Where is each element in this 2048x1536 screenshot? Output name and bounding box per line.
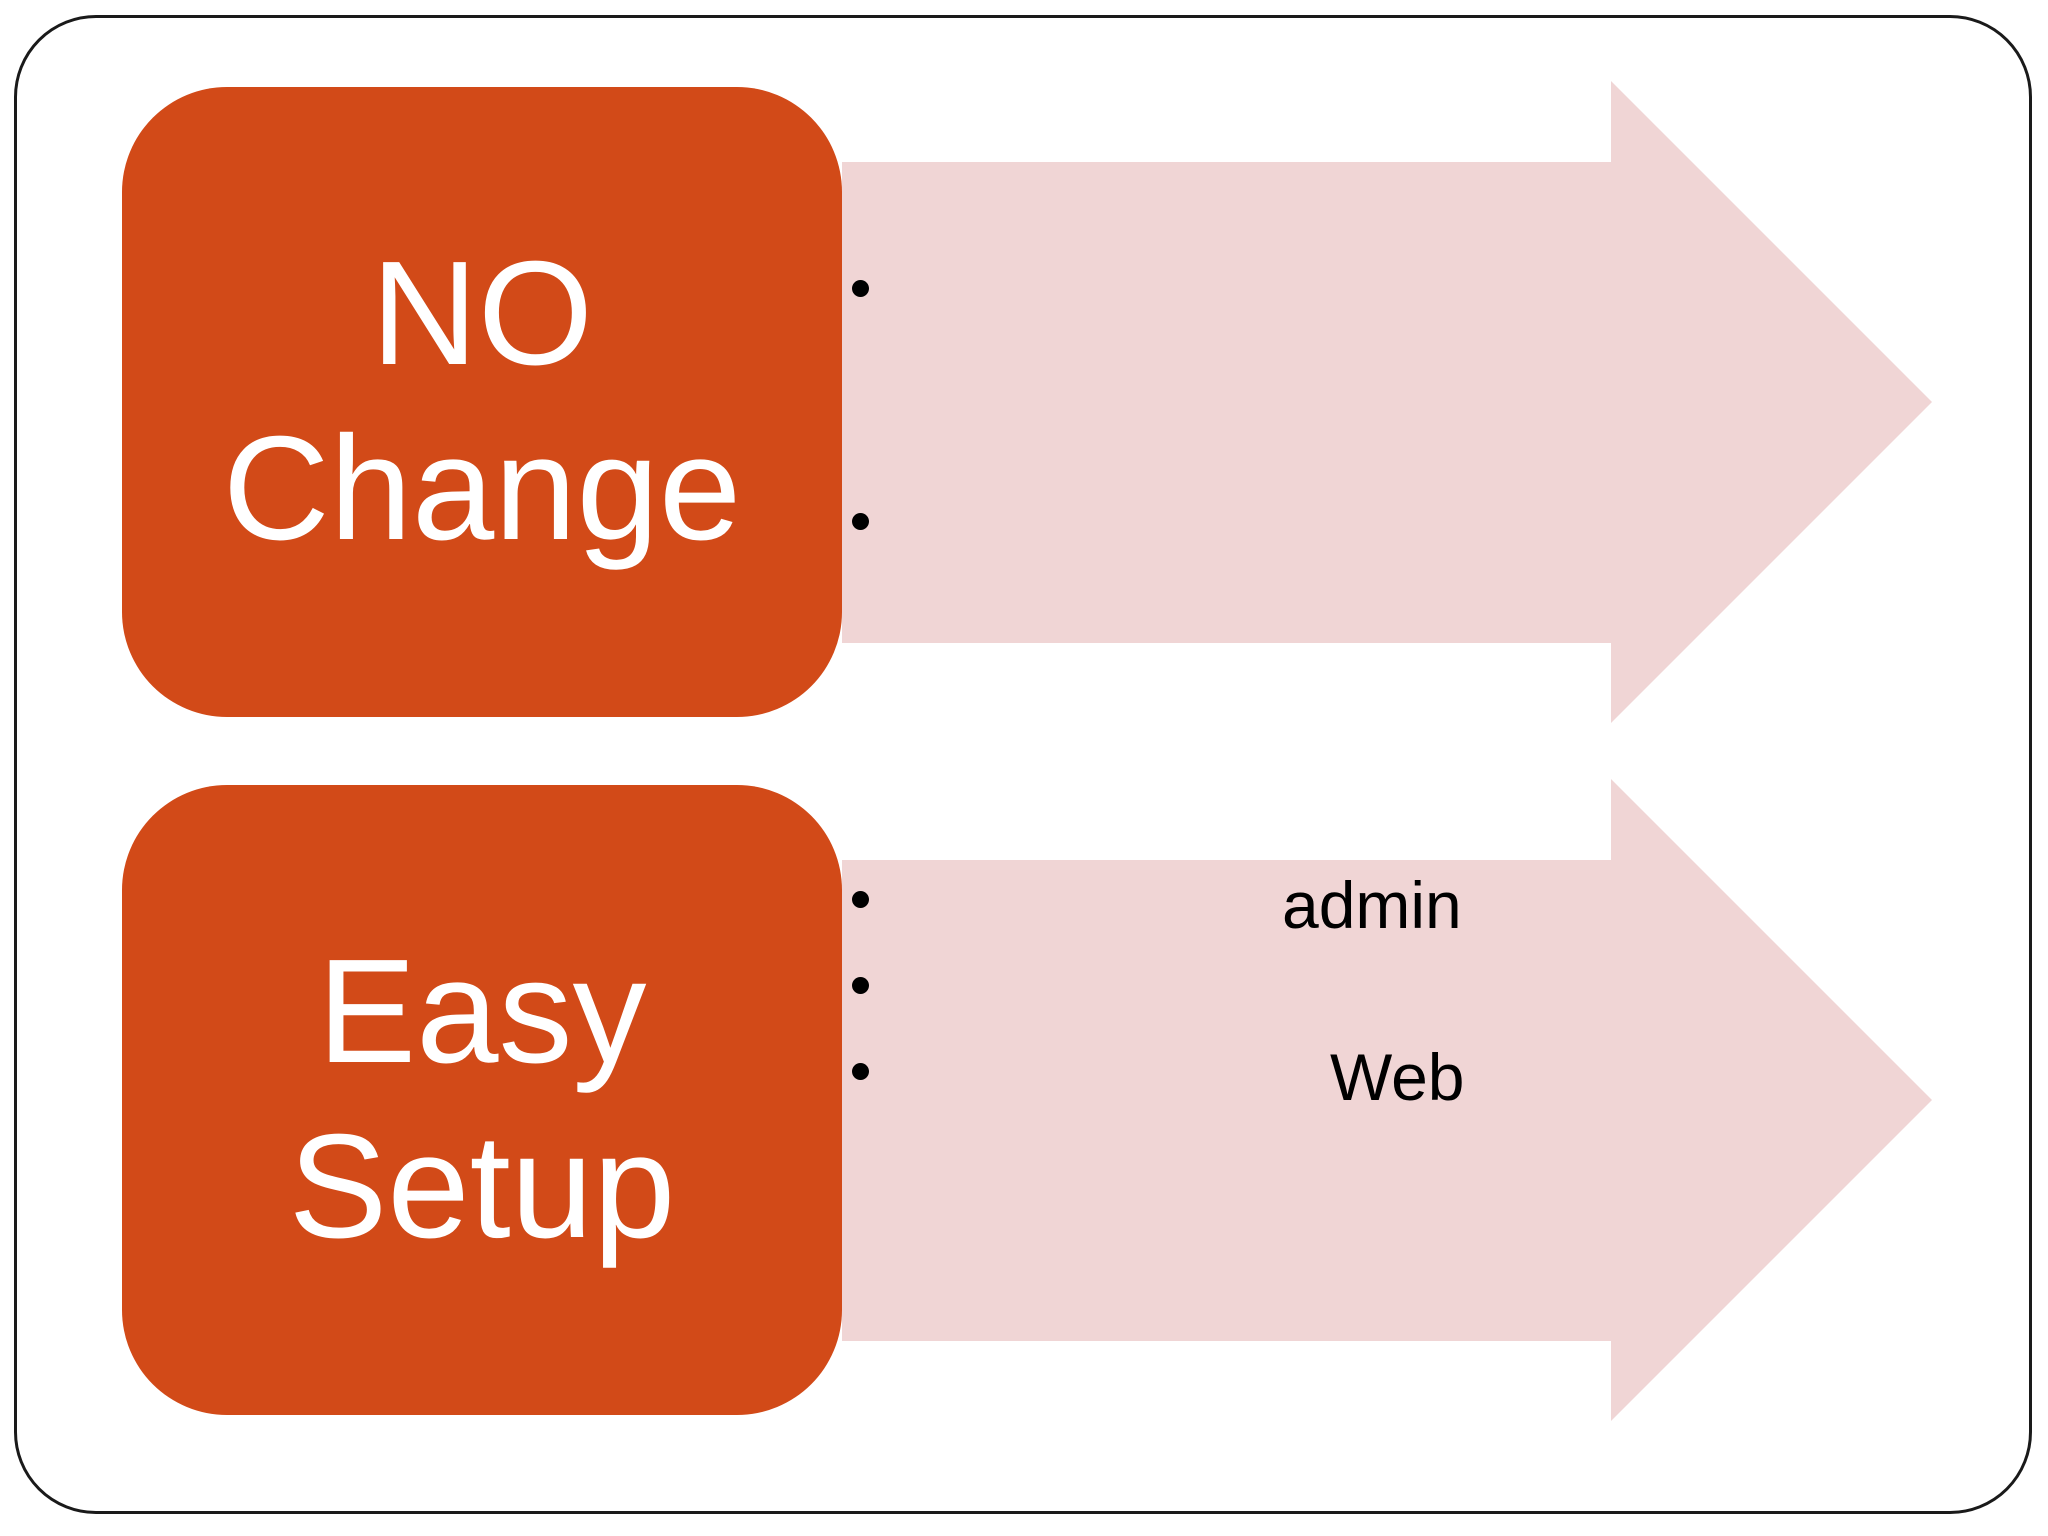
row1-bullet-2 [852,513,869,530]
easy-setup-box: Easy Setup [122,785,842,1415]
row2-bullet-2 [852,977,869,994]
easy-setup-title-line1: Easy [317,929,647,1095]
row2-item-admin: admin [1282,868,1462,942]
easy-setup-title-line2: Setup [288,1104,676,1269]
no-change-title-line2: Change [222,406,742,571]
row2-bullet-1 [852,891,869,908]
row1-bullet-1 [852,280,869,297]
row1-arrow-shape [842,81,1932,723]
row2-bullet-3 [852,1063,869,1080]
no-change-title-line1: NO [371,231,593,397]
row2-item-web: Web [1330,1040,1465,1114]
no-change-box: NO Change [122,87,842,717]
row2-arrow-shape [842,779,1932,1421]
